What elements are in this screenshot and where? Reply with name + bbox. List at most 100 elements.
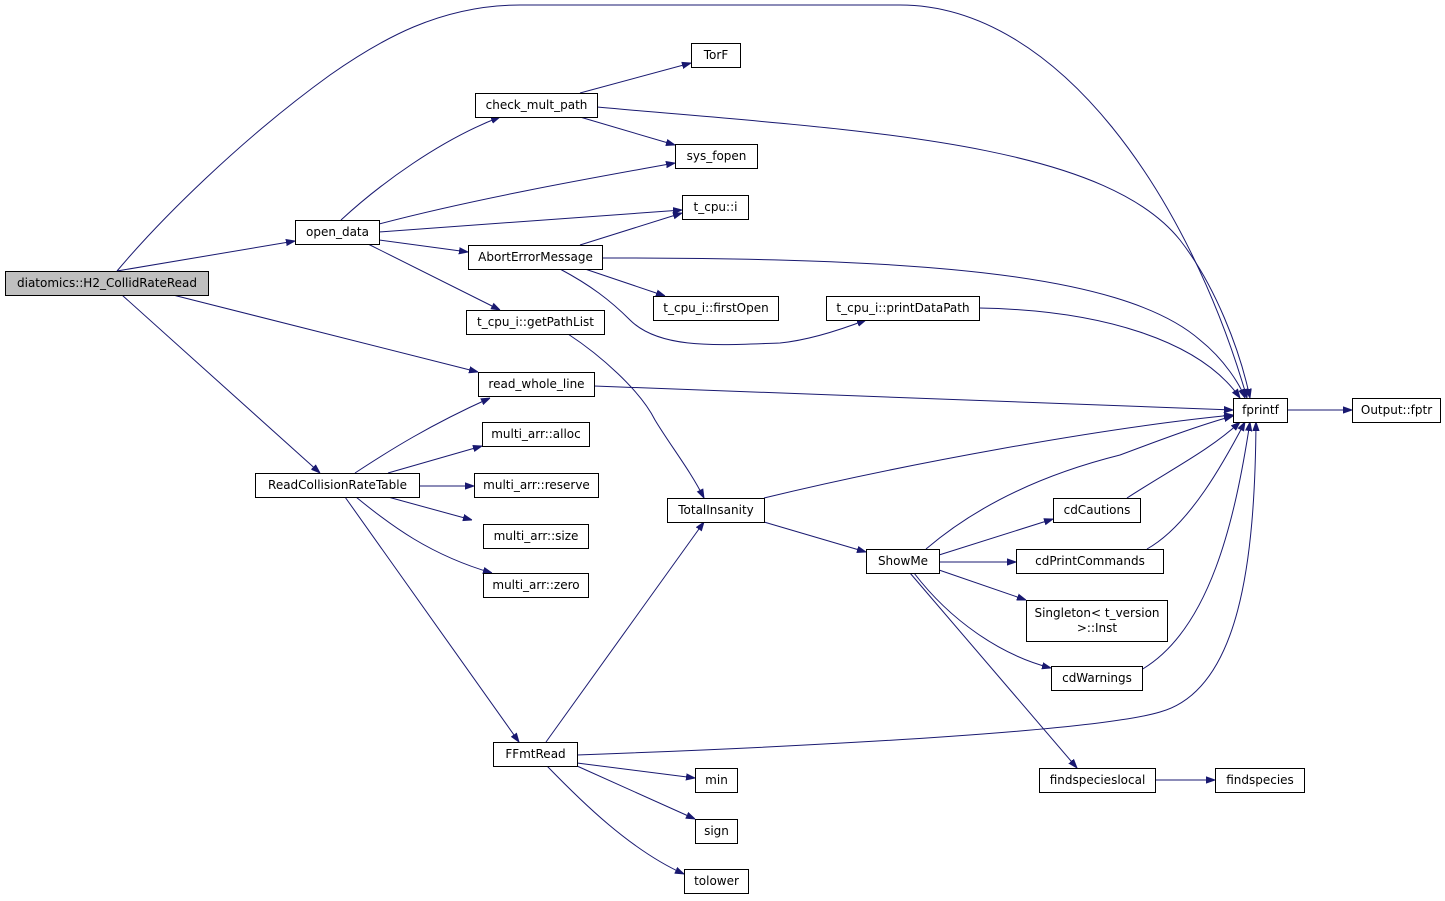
- node-TorF[interactable]: TorF: [691, 43, 741, 68]
- edge-AbortErrorMessage-to-printDataPath: [559, 268, 866, 346]
- edge-open_data-to-sys_fopen: [378, 163, 675, 225]
- node-box: [483, 573, 589, 598]
- node-alloc[interactable]: multi_arr::alloc: [482, 422, 590, 447]
- node-zero[interactable]: multi_arr::zero: [483, 573, 589, 598]
- edge-arrow: [387, 446, 482, 474]
- node-cdWarnings[interactable]: cdWarnings: [1051, 666, 1143, 691]
- node-cdCautions[interactable]: cdCautions: [1053, 498, 1141, 523]
- edge-arrow: [925, 416, 1233, 550]
- node-label: findspecies: [1226, 773, 1294, 787]
- node-box: [1233, 398, 1288, 423]
- node-label: multi_arr::reserve: [483, 478, 590, 492]
- node-label: ShowMe: [878, 554, 928, 568]
- node-t-cpu-i[interactable]: t_cpu::i: [682, 195, 749, 220]
- edge-AbortErrorMessage-to-fprintf: [601, 257, 1245, 398]
- node-box: [1051, 666, 1143, 691]
- node-findspecieslocal[interactable]: findspecieslocal: [1039, 768, 1156, 793]
- edge-arrow: [378, 210, 682, 233]
- node-tolower[interactable]: tolower: [684, 869, 749, 894]
- edge-ReadCollisionRateTable-to-FFmtRead: [344, 496, 519, 742]
- edge-ReadCollisionRateTable-to-size: [387, 496, 472, 520]
- edge-open_data-to-check_mult_path: [340, 117, 500, 221]
- edge-arrow: [938, 569, 1026, 600]
- edge-arrow: [172, 294, 478, 372]
- edge-AbortErrorMessage-to-firstOpen: [584, 268, 665, 296]
- node-label: min: [705, 773, 728, 787]
- node-size[interactable]: multi_arr::size: [483, 524, 589, 549]
- node-TotalInsanity[interactable]: TotalInsanity: [667, 498, 765, 523]
- node-label: check_mult_path: [486, 98, 588, 112]
- edge-arrow: [579, 213, 682, 246]
- node-ReadCollisionRateTable[interactable]: ReadCollisionRateTable: [255, 473, 420, 498]
- node-min[interactable]: min: [695, 768, 738, 793]
- node-Singleton[interactable]: Singleton< t_version>::Inst: [1026, 600, 1168, 642]
- edge-arrow: [576, 422, 1256, 756]
- node-box: [1039, 768, 1156, 793]
- edge-FFmtRead-to-fprintf: [576, 422, 1256, 756]
- edge-root-to-open_data: [116, 241, 295, 272]
- node-fprintf[interactable]: fprintf: [1233, 398, 1288, 423]
- edge-arrow: [344, 496, 519, 742]
- node-box: [483, 524, 589, 549]
- node-getPathList[interactable]: t_cpu_i::getPathList: [466, 310, 605, 335]
- node-AbortErrorMessage[interactable]: AbortErrorMessage: [468, 245, 603, 270]
- node-box: [675, 144, 758, 169]
- node-findspecies[interactable]: findspecies: [1215, 768, 1305, 793]
- edge-ReadCollisionRateTable-to-zero: [355, 496, 492, 573]
- node-label: TotalInsanity: [677, 503, 754, 517]
- node-reserve[interactable]: multi_arr::reserve: [474, 473, 599, 498]
- edge-open_data-to-t_cpu_i: [378, 210, 682, 233]
- edge-ReadCollisionRateTable-to-alloc: [387, 446, 482, 474]
- node-read-whole-line[interactable]: read_whole_line: [478, 372, 595, 397]
- node-label: Output::fptr: [1361, 403, 1432, 417]
- node-label: sign: [704, 824, 729, 838]
- edge-arrow: [387, 496, 472, 520]
- edge-check_mult_path-to-sys_fopen: [579, 116, 675, 145]
- edge-ShowMe-to-cdCautions: [938, 519, 1053, 556]
- node-label: read_whole_line: [488, 377, 584, 391]
- node-label: t_cpu_i::getPathList: [477, 315, 594, 329]
- edge-arrow: [938, 519, 1053, 556]
- node-label: multi_arr::zero: [492, 578, 579, 592]
- node-box: [684, 869, 749, 894]
- node-box: [691, 43, 741, 68]
- node-label: TorF: [703, 48, 729, 62]
- node-box: [1016, 549, 1164, 574]
- node-cdPrintCommands[interactable]: cdPrintCommands: [1016, 549, 1164, 574]
- node-box: [695, 768, 738, 793]
- node-open-data[interactable]: open_data: [295, 220, 380, 245]
- node-printDataPath[interactable]: t_cpu_i::printDataPath: [826, 296, 980, 321]
- node-sign[interactable]: sign: [695, 819, 738, 844]
- node-root[interactable]: diatomics::H2_CollidRateRead: [5, 271, 209, 296]
- node-box: [1026, 600, 1168, 642]
- edge-read_whole_line-to-fprintf: [593, 385, 1233, 410]
- edge-cdWarnings-to-fprintf: [1140, 422, 1250, 671]
- edge-root-to-fprintf: [116, 4, 1247, 398]
- node-label: t_cpu::i: [694, 200, 738, 214]
- edge-arrow: [596, 106, 1250, 398]
- node-box: [667, 498, 765, 523]
- edge-arrow: [355, 496, 492, 573]
- edge-ShowMe-to-cdWarnings: [913, 572, 1051, 668]
- edge-arrow: [763, 415, 1233, 499]
- edge-arrow: [576, 762, 695, 778]
- edge-arrow: [546, 765, 684, 874]
- edge-TotalInsanity-to-ShowMe: [763, 521, 866, 552]
- node-sys-fopen[interactable]: sys_fopen: [675, 144, 758, 169]
- edge-arrow: [567, 333, 704, 498]
- edge-arrow: [579, 63, 691, 94]
- node-check-mult-path[interactable]: check_mult_path: [475, 93, 598, 118]
- edge-arrow: [601, 257, 1245, 398]
- edge-arrow: [378, 239, 468, 252]
- node-label: Singleton< t_version: [1034, 606, 1159, 620]
- edges: [116, 4, 1352, 874]
- node-Output-fptr[interactable]: Output::fptr: [1352, 398, 1441, 423]
- node-label: cdPrintCommands: [1035, 554, 1145, 568]
- node-FFmtRead[interactable]: FFmtRead: [493, 742, 578, 767]
- node-label: FFmtRead: [505, 747, 565, 761]
- edge-TotalInsanity-to-fprintf: [763, 415, 1233, 499]
- node-ShowMe[interactable]: ShowMe: [866, 549, 940, 574]
- edge-cdCautions-to-fprintf: [1126, 422, 1240, 499]
- edge-arrow: [354, 398, 490, 474]
- node-firstOpen[interactable]: t_cpu_i::firstOpen: [653, 296, 779, 321]
